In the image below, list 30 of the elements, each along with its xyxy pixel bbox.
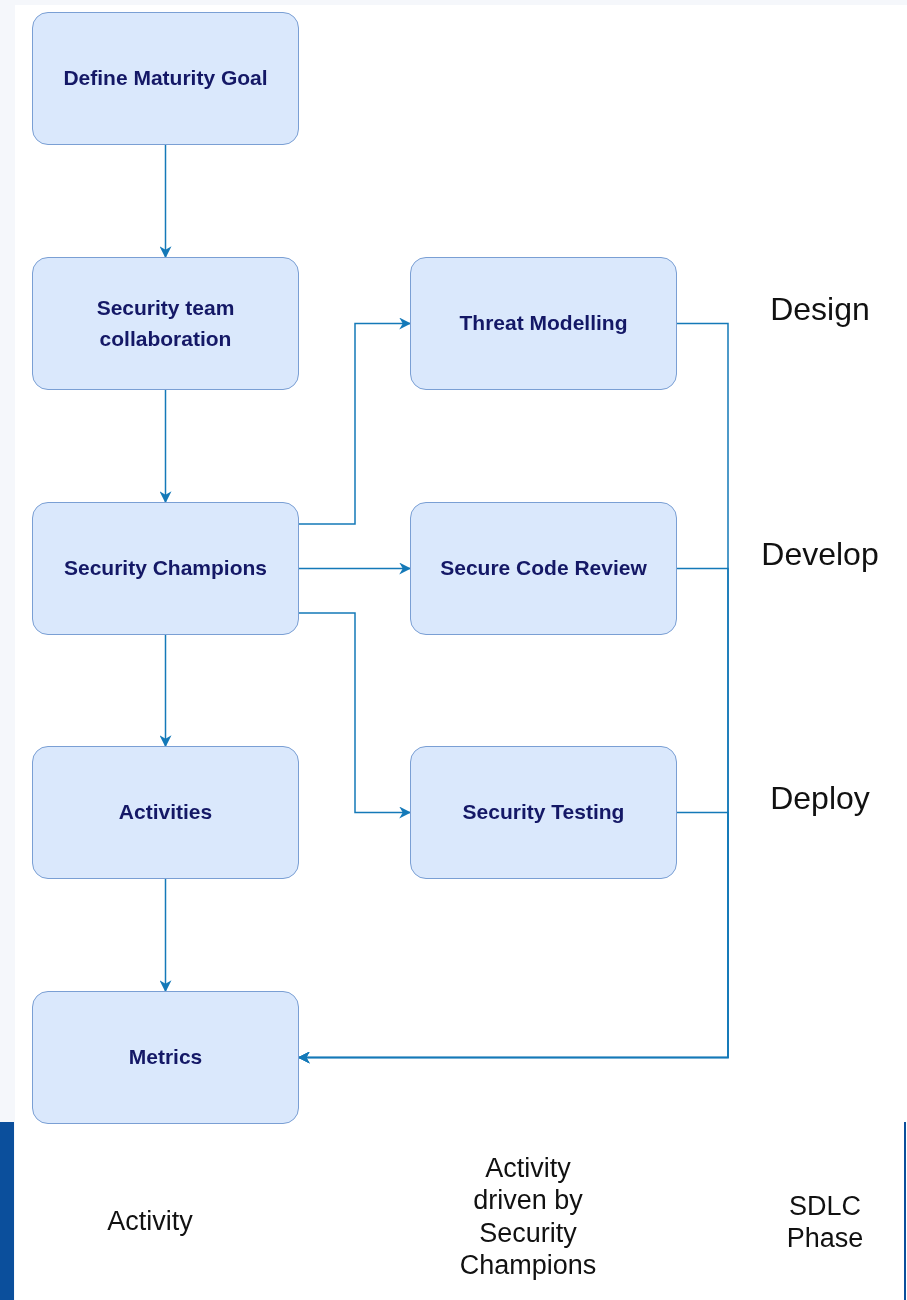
phase-label: Develop: [760, 535, 880, 574]
box-label: Threat Modelling: [459, 310, 628, 337]
arrow: [159, 144, 172, 259]
process-box: [410, 502, 677, 635]
box-label: Security team collaboration: [95, 295, 236, 352]
box-label: Define Maturity Goal: [63, 65, 268, 92]
box-label: Security Champions: [63, 555, 268, 582]
arrow: [298, 612, 412, 819]
arrow: [298, 562, 412, 575]
box-label: Security Testing: [462, 799, 625, 826]
box-label: Metrics: [128, 1044, 203, 1071]
box-label: Secure Code Review: [440, 555, 647, 582]
arrow: [159, 878, 172, 993]
arrow: [297, 811, 729, 1064]
process-box: [410, 257, 677, 390]
process-box: [32, 991, 299, 1124]
process-box: [32, 257, 299, 390]
arrow: [159, 389, 172, 504]
arrow: [298, 317, 412, 525]
process-box: [410, 746, 677, 879]
process-box: [32, 12, 299, 145]
legend-text: SDLC Phase: [785, 1190, 865, 1255]
phase-label: Design: [769, 290, 871, 329]
process-box: [32, 746, 299, 879]
box-label: Activities: [118, 799, 213, 826]
legend-text: Activity: [106, 1205, 194, 1238]
arrow: [159, 634, 172, 748]
phase-label: Deploy: [769, 779, 871, 818]
legend-text: Activity driven by Security Champions: [458, 1152, 598, 1282]
process-box: [32, 502, 299, 635]
